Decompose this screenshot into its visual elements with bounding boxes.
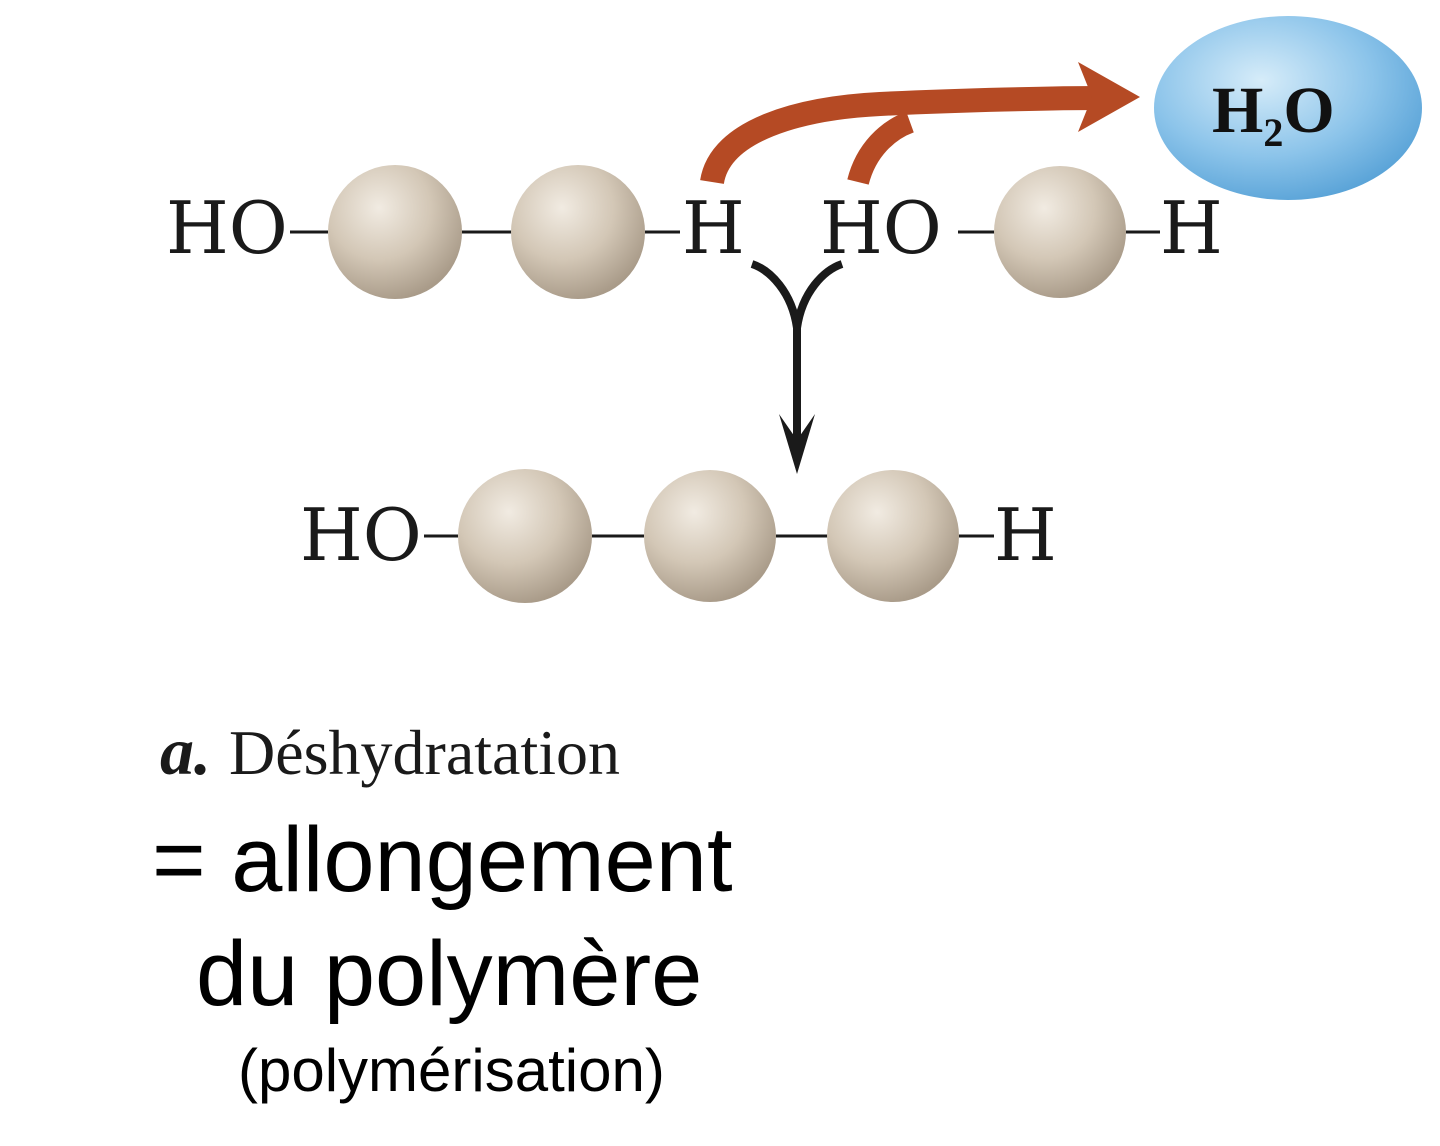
caption-line-2: du polymère — [196, 923, 703, 1025]
product-start-group: HO — [300, 493, 422, 577]
caption-line-1: = allongement — [152, 809, 733, 911]
monomer-bead — [644, 470, 776, 602]
water-molecule: H2O — [1154, 16, 1422, 200]
monomer-bead — [994, 166, 1126, 298]
caption-letter: a. — [160, 713, 211, 789]
monomer-bead — [458, 469, 592, 603]
caption-title: Déshydratation — [229, 717, 620, 788]
left-chain-start-group: HO — [166, 186, 288, 270]
right-monomer-start-group: HO — [820, 186, 942, 270]
monomer-bead — [827, 470, 959, 602]
right-monomer: HO H — [820, 166, 1223, 298]
right-monomer-end-group: H — [1160, 186, 1223, 270]
left-monomer-chain: HO H — [166, 165, 745, 299]
water-formula: H2O — [1212, 74, 1335, 155]
water-bubble — [1154, 16, 1422, 200]
water-formula-o: O — [1283, 74, 1334, 147]
monomer-bead — [328, 165, 462, 299]
product-end-group: H — [994, 493, 1057, 577]
caption-title-line: a. Déshydratation — [160, 712, 620, 791]
water-removal-arrow — [700, 62, 1140, 186]
left-chain-end-group: H — [682, 186, 745, 270]
reaction-arrow — [750, 260, 844, 474]
caption-line-3: (polymérisation) — [238, 1037, 665, 1104]
water-formula-h: H — [1212, 74, 1263, 147]
product-chain: HO H — [300, 469, 1057, 603]
water-formula-subscript: 2 — [1263, 110, 1283, 155]
monomer-bead — [511, 165, 645, 299]
